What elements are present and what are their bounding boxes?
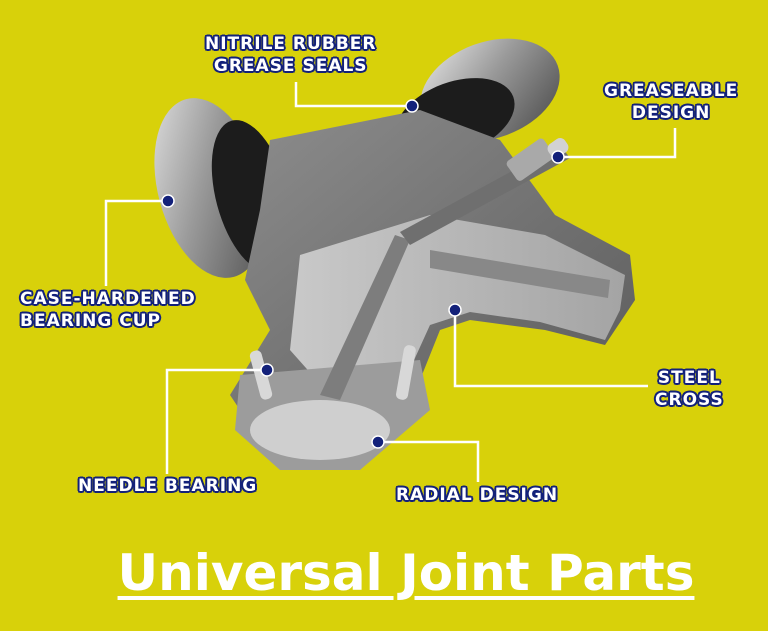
dot-case-hardened <box>161 194 175 208</box>
steel-cross-body <box>230 110 635 470</box>
dot-radial <box>371 435 385 449</box>
label-nitrile-line1: NITRILE RUBBER <box>205 34 377 54</box>
label-radial-design: RADIAL DESIGN <box>396 484 558 506</box>
label-steel-line2: CROSS <box>655 390 724 410</box>
label-radial-text: RADIAL DESIGN <box>396 485 559 505</box>
leader-case-hardened <box>104 199 168 286</box>
label-steel-cross: STEEL CROSS <box>655 367 724 411</box>
page-title: Universal Joint Parts <box>117 544 695 602</box>
label-case-hardened-line1: CASE-HARDENED <box>20 289 196 309</box>
label-case-hardened-bearing-cup: CASE-HARDENED BEARING CUP <box>20 288 196 332</box>
leader-steel-cross <box>453 312 648 388</box>
dot-needle <box>260 363 274 377</box>
label-needle-bearing: NEEDLE BEARING <box>78 475 257 497</box>
dot-greaseable <box>551 150 565 164</box>
label-needle-text: NEEDLE BEARING <box>78 476 258 496</box>
label-greaseable-design: GREASEABLE DESIGN <box>604 80 738 124</box>
dot-steel-cross <box>448 303 462 317</box>
leader-greaseable <box>558 128 677 159</box>
leader-needle <box>165 368 266 474</box>
label-steel-line1: STEEL <box>657 368 721 388</box>
label-greaseable-line1: GREASEABLE <box>604 81 739 101</box>
label-nitrile-line2: GREASE SEALS <box>213 56 368 76</box>
label-greaseable-line2: DESIGN <box>631 103 711 123</box>
label-nitrile-rubber-grease-seals: NITRILE RUBBER GREASE SEALS <box>205 33 376 77</box>
label-case-hardened-line2: BEARING CUP <box>20 311 161 331</box>
dot-nitrile <box>405 99 419 113</box>
leader-radial <box>378 440 480 482</box>
leader-nitrile <box>294 82 411 108</box>
